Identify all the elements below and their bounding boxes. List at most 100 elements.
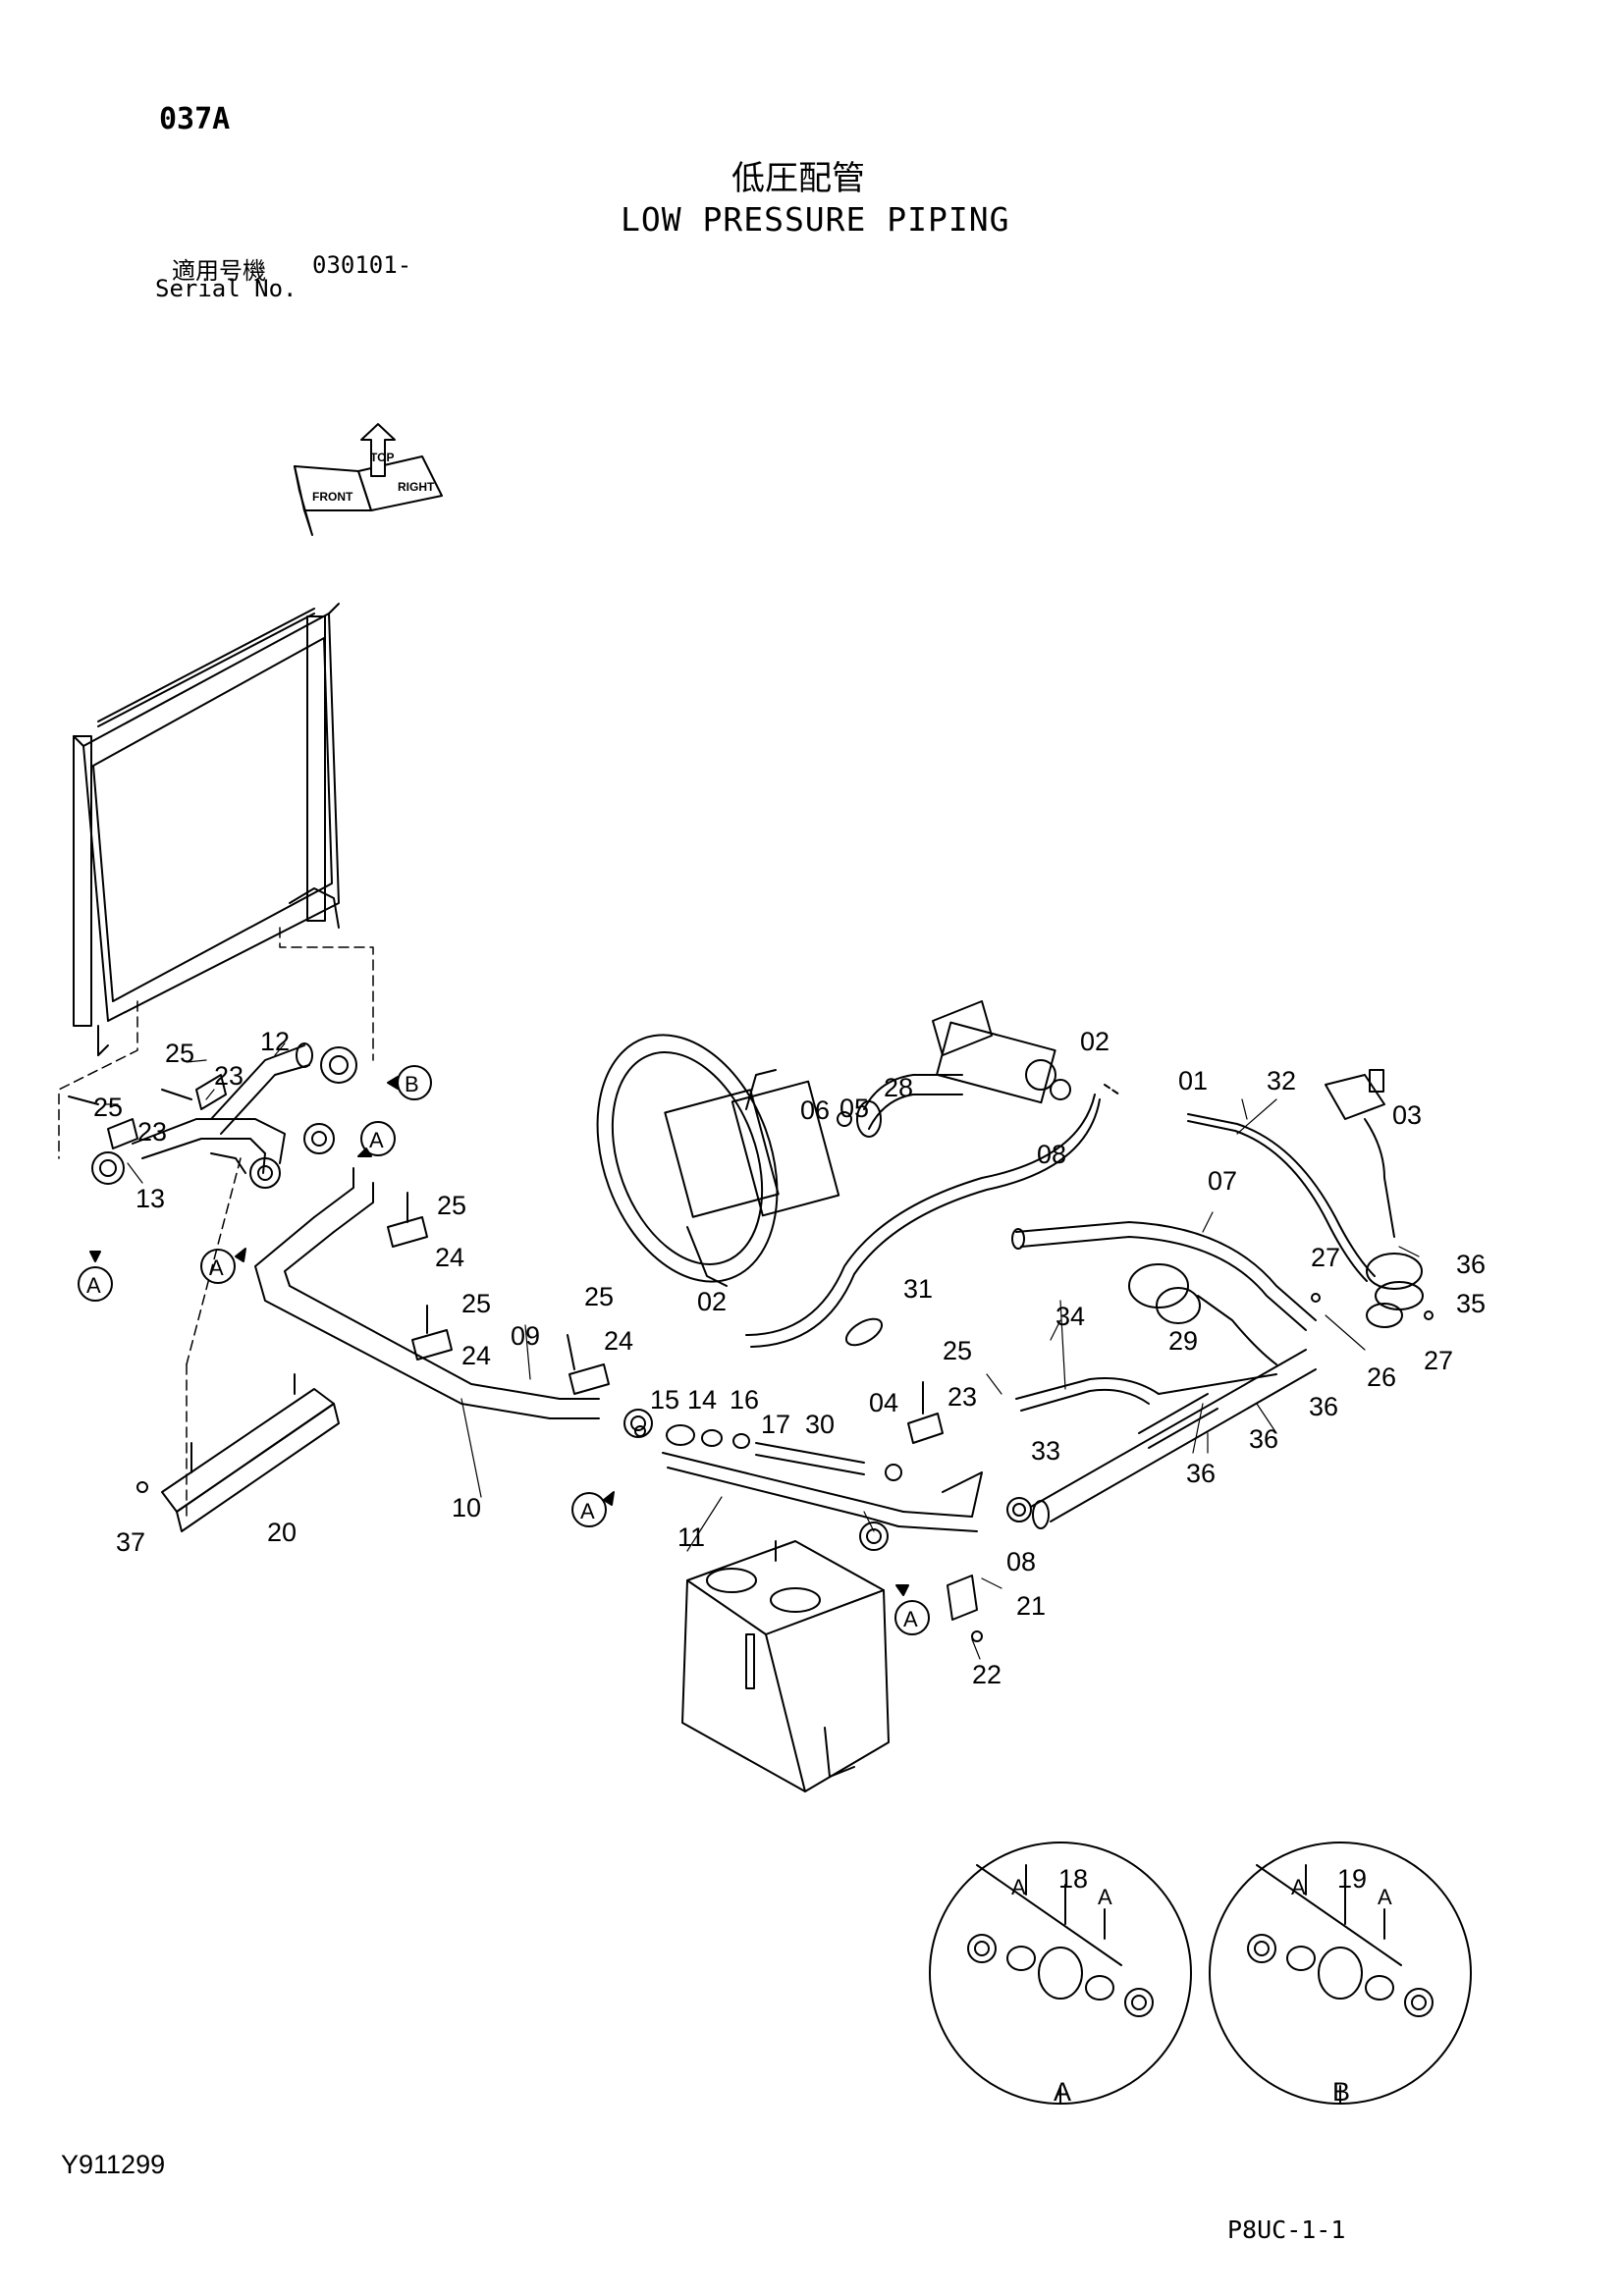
- return-pipe-10: [254, 1167, 600, 1419]
- callout-32: 32: [1267, 1066, 1296, 1095]
- callout-31: 31: [903, 1274, 933, 1304]
- callout-25-d: 25: [461, 1289, 491, 1318]
- callout-11: 11: [677, 1522, 705, 1552]
- callout-30: 30: [805, 1410, 835, 1439]
- hose-clamps: [91, 1046, 1032, 1551]
- callout-16: 16: [730, 1385, 759, 1415]
- callout-28: 28: [884, 1073, 913, 1102]
- callout-24-b: 24: [461, 1341, 491, 1370]
- callout-05: 05: [839, 1094, 869, 1123]
- page-title-japanese: 低圧配管: [731, 159, 865, 198]
- callout-34: 34: [1056, 1302, 1085, 1331]
- callout-19: 19: [1337, 1864, 1367, 1894]
- callout-23-b: 23: [137, 1117, 167, 1147]
- hose-05: [837, 1074, 963, 1138]
- detail-a-marker-1: A: [1011, 1875, 1026, 1899]
- callout-25-a: 25: [165, 1039, 194, 1068]
- orientation-right-label: RIGHT: [398, 480, 435, 494]
- callout-06: 06: [800, 1095, 830, 1125]
- drawing-id: Y911299: [61, 2150, 166, 2179]
- callout-23-c: 23: [947, 1382, 977, 1412]
- reference-a-4: A: [580, 1499, 595, 1523]
- reference-a-2: A: [86, 1273, 101, 1298]
- reference-a-5: A: [903, 1607, 918, 1631]
- sheet-reference: P8UC-1-1: [1227, 2216, 1346, 2244]
- callout-07: 07: [1208, 1166, 1237, 1196]
- pilot-pump: [932, 1000, 1120, 1104]
- orientation-indicator: FRONT RIGHT TOP: [294, 423, 443, 536]
- callout-leaders: [105, 1042, 1420, 1660]
- callout-09: 09: [511, 1321, 540, 1351]
- sensor-03: [1325, 1069, 1395, 1238]
- detail-b-marker-2: A: [1378, 1885, 1392, 1909]
- fittings-line: [634, 1424, 902, 1481]
- serial-number-range: 030101-: [312, 251, 412, 279]
- reference-b: B: [405, 1072, 419, 1096]
- callout-24-c: 24: [604, 1326, 633, 1356]
- detail-view-a-label: A: [1054, 2077, 1071, 2107]
- detail-a-marker-2: A: [1098, 1885, 1112, 1909]
- callout-29: 29: [1168, 1326, 1198, 1356]
- callout-23-a: 23: [214, 1061, 244, 1091]
- callout-13: 13: [135, 1184, 165, 1213]
- hose-31: [745, 1094, 1101, 1348]
- callout-08-upper: 08: [1037, 1140, 1066, 1169]
- callout-01: 01: [1178, 1066, 1208, 1095]
- bracket-20: [161, 1373, 340, 1532]
- serial-label-japanese: 適用号機: [172, 257, 266, 285]
- brackets-and-bolts: [68, 1074, 1434, 1642]
- callout-17: 17: [761, 1410, 790, 1439]
- hose-33: [1015, 1373, 1277, 1412]
- callout-36-a: 36: [1456, 1250, 1486, 1279]
- callout-36-c: 36: [1249, 1424, 1278, 1454]
- orientation-top-label: TOP: [370, 451, 394, 464]
- callout-25-e: 25: [584, 1282, 614, 1311]
- hose-32: [1187, 1113, 1376, 1282]
- callout-15: 15: [650, 1385, 679, 1415]
- page-code: 037A: [159, 102, 231, 136]
- callout-25-f: 25: [943, 1336, 972, 1365]
- main-pump-assembly: [596, 1034, 840, 1287]
- callout-22: 22: [972, 1660, 1001, 1689]
- callout-08-lower: 08: [1006, 1547, 1036, 1576]
- reference-a-1: A: [369, 1128, 384, 1152]
- detail-b-marker-1: A: [1291, 1875, 1306, 1899]
- leader-lines: [58, 927, 374, 1522]
- callout-37: 37: [116, 1527, 145, 1557]
- pipe-11: [662, 1452, 983, 1532]
- reference-a-3: A: [209, 1255, 224, 1280]
- part-callouts: 01 02 02 03 04 05 06 07 08 08 09 10 11 1…: [93, 1027, 1486, 1894]
- callout-12: 12: [260, 1027, 290, 1056]
- detail-view-b: [1209, 1842, 1472, 2105]
- page-title-english: LOW PRESSURE PIPING: [621, 200, 1010, 239]
- callout-27-upper: 27: [1311, 1243, 1340, 1272]
- detail-view-b-label: B: [1332, 2077, 1350, 2107]
- callout-10: 10: [452, 1493, 481, 1522]
- callout-02-lower: 02: [697, 1287, 727, 1316]
- serial-label-english: Serial No.: [155, 275, 298, 302]
- orientation-front-label: FRONT: [312, 490, 353, 504]
- bracket-21: [947, 1575, 978, 1621]
- reference-bubbles: [78, 1065, 930, 1635]
- callout-33: 33: [1031, 1436, 1060, 1466]
- fan-motor-29: [1128, 1263, 1277, 1365]
- callout-18: 18: [1058, 1864, 1088, 1894]
- callout-26: 26: [1367, 1362, 1396, 1392]
- callout-03: 03: [1392, 1100, 1422, 1130]
- callout-35: 35: [1456, 1289, 1486, 1318]
- callout-36-d: 36: [1186, 1459, 1216, 1488]
- callout-24-a: 24: [435, 1243, 464, 1272]
- callout-04: 04: [869, 1388, 898, 1417]
- callout-02-upper: 02: [1080, 1027, 1110, 1056]
- callout-36-b: 36: [1309, 1392, 1338, 1421]
- callout-20: 20: [267, 1518, 297, 1547]
- callout-27-lower: 27: [1424, 1346, 1453, 1375]
- callout-21: 21: [1016, 1591, 1046, 1621]
- pipe-36: [1030, 1349, 1317, 1529]
- cooler-pipe-12: [132, 1042, 313, 1174]
- hydraulic-tank: [681, 1540, 890, 1792]
- detail-view-a: [929, 1842, 1192, 2105]
- oil-cooler-radiator: [73, 603, 340, 1056]
- hose-07: [1011, 1221, 1317, 1331]
